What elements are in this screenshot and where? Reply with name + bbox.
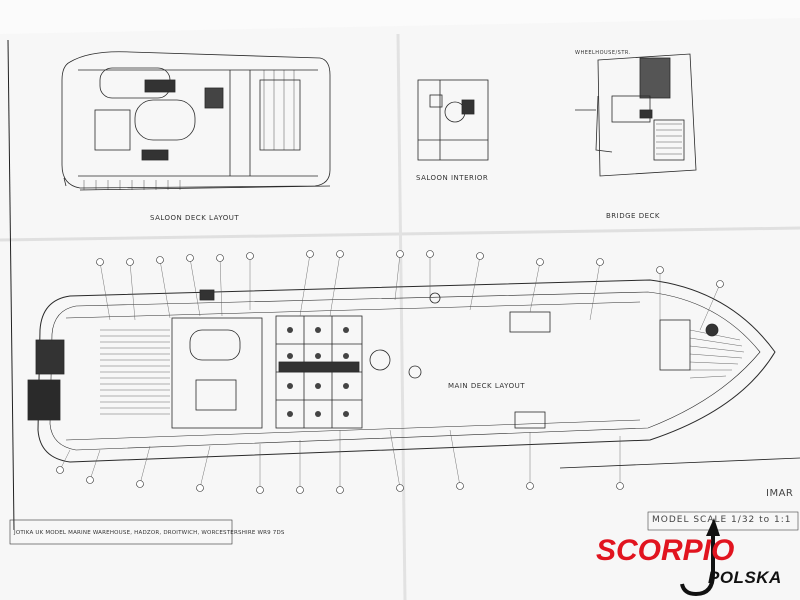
main-deck-label: MAIN DECK LAYOUT bbox=[448, 382, 525, 390]
scorpion-tail-icon bbox=[680, 518, 720, 597]
border-line bbox=[7, 39, 15, 531]
saloon-interior-label: SALOON INTERIOR bbox=[416, 174, 489, 182]
main-deck-layout-drawing bbox=[27, 250, 776, 494]
logo-brand-text: SCORPIO bbox=[596, 534, 735, 567]
scale-box bbox=[647, 511, 799, 531]
saloon-deck-label: SALOON DECK LAYOUT bbox=[150, 214, 240, 222]
imprint-text: JOTIKA UK MODEL MARINE WAREHOUSE, HADZOR… bbox=[14, 530, 285, 536]
scorpio-polska-logo: SCORPIO POLSKA bbox=[588, 514, 800, 600]
model-scale-text: MODEL SCALE 1/32 to 1:1 bbox=[652, 515, 792, 525]
wheelhouse-label: WHEELHOUSE/STR. bbox=[575, 50, 631, 56]
imprint-box bbox=[9, 519, 233, 545]
bridge-deck-drawing bbox=[575, 53, 697, 177]
logo-country-text: POLSKA bbox=[708, 568, 782, 587]
title-block-line bbox=[559, 457, 800, 469]
saloon-interior-drawing bbox=[417, 79, 489, 161]
bridge-deck-label: BRIDGE DECK bbox=[606, 212, 660, 220]
partial-title-text: IMAR bbox=[766, 488, 794, 499]
fold-crease-vertical bbox=[396, 33, 407, 600]
saloon-deck-layout-drawing bbox=[61, 51, 331, 191]
